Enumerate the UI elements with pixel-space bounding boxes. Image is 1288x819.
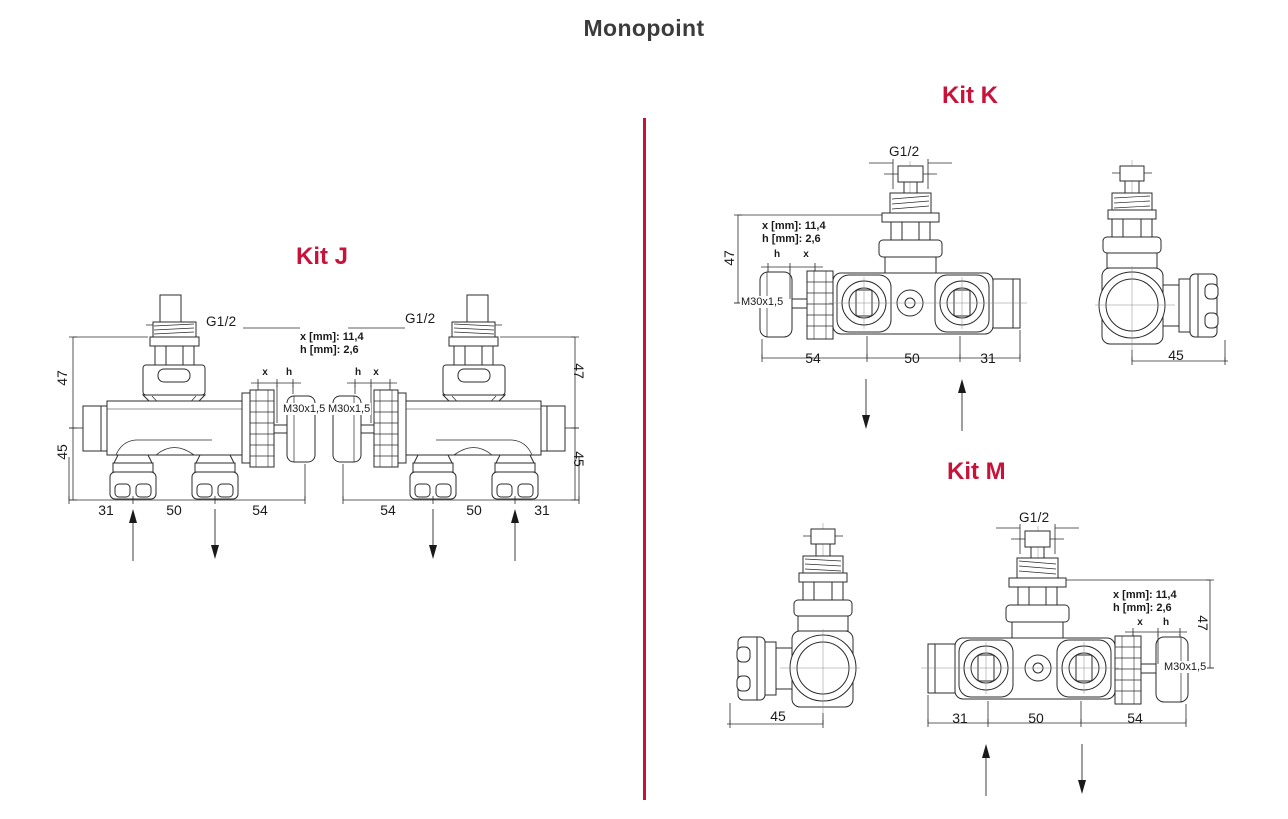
kit-j-right-dim-31: 31 [534, 502, 550, 518]
kit-m-side-drawing [720, 521, 860, 736]
kit-j-right-g-thread-label: G1/2 [405, 311, 436, 326]
vertical-divider [643, 118, 646, 800]
kit-j-left-g-thread-label: G1/2 [206, 314, 237, 329]
kit-j-heading: Kit J [296, 243, 349, 270]
page-title: Monopoint [583, 15, 705, 41]
kit-m-side-dim-45: 45 [770, 708, 786, 724]
kit-k-front-drawing [733, 143, 1033, 433]
kit-m-dim-47: 47 [1195, 615, 1211, 631]
kit-j-left-dim-50: 50 [166, 502, 182, 518]
kit-m-note-h: h [mm]: 2,6 [1113, 602, 1172, 614]
kit-k-h-small-label: h [773, 249, 781, 260]
kit-j-left-dim-47: 47 [54, 370, 70, 386]
kit-m-h-small-label: h [1162, 617, 1170, 628]
kit-j-left-x-small-label: x [262, 367, 268, 378]
kit-j-left-m30-label: M30x1,5 [282, 403, 327, 415]
kit-j-left-h-small-label: h [285, 367, 293, 378]
kit-j-left-dim-54: 54 [252, 502, 268, 518]
kit-j-left-dim-45: 45 [54, 444, 70, 460]
kit-j-right-dim-54: 54 [380, 502, 396, 518]
kit-m-heading: Kit M [947, 458, 1006, 485]
kit-j-note-x: x [mm]: 11,4 [300, 331, 364, 343]
kit-m-dim-31: 31 [952, 710, 968, 726]
kit-k-dim-50: 50 [904, 350, 920, 366]
kit-j-right-dim-47: 47 [571, 363, 587, 379]
kit-m-front-drawing [915, 508, 1215, 798]
kit-k-heading: Kit K [942, 82, 998, 109]
kit-k-note-x: x [mm]: 11,4 [762, 220, 826, 232]
kit-j-right-dim-45: 45 [571, 451, 587, 467]
kit-j-right-h-small-label: h [354, 367, 362, 378]
kit-j-left-drawing [68, 293, 318, 568]
kit-k-m30-label: M30x1,5 [740, 296, 785, 308]
kit-m-g-thread-label: G1/2 [1019, 510, 1050, 525]
kit-k-dim-47: 47 [721, 250, 737, 266]
kit-m-dim-50: 50 [1028, 710, 1044, 726]
kit-j-right-drawing [330, 293, 580, 568]
kit-m-m30-label: M30x1,5 [1163, 661, 1208, 673]
kit-j-right-m30-label: M30x1,5 [327, 403, 372, 415]
kit-k-x-small-label: x [803, 249, 809, 260]
kit-k-dim-54: 54 [805, 350, 821, 366]
kit-j-right-dim-50: 50 [466, 502, 482, 518]
kit-k-dim-31: 31 [980, 350, 996, 366]
kit-k-g-thread-label: G1/2 [889, 144, 920, 159]
kit-j-note-h: h [mm]: 2,6 [300, 344, 359, 356]
kit-m-x-small-label: x [1137, 617, 1143, 628]
kit-m-dim-54: 54 [1127, 710, 1143, 726]
kit-j-left-dim-31: 31 [98, 502, 114, 518]
kit-k-side-dim-45: 45 [1168, 347, 1184, 363]
kit-k-note-h: h [mm]: 2,6 [762, 233, 821, 245]
kit-k-side-drawing [1095, 158, 1235, 373]
kit-j-right-x-small-label: x [373, 367, 379, 378]
kit-m-note-x: x [mm]: 11,4 [1113, 589, 1177, 601]
